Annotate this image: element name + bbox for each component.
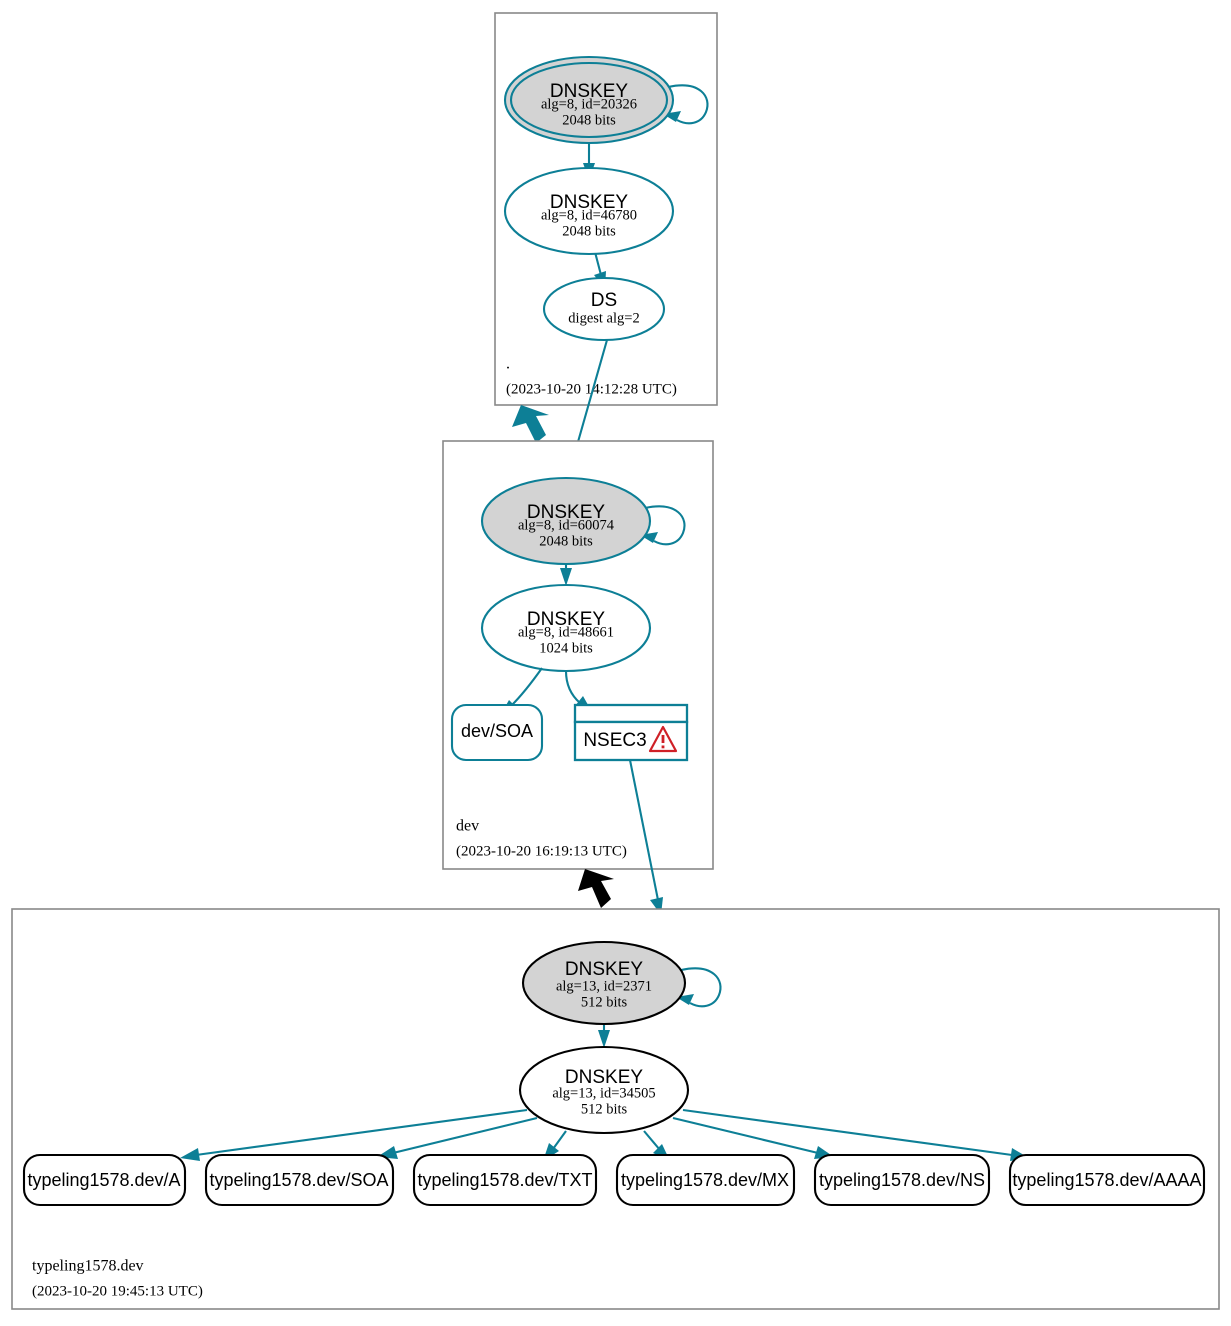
rrset-label: typeling1578.dev/TXT bbox=[417, 1170, 592, 1190]
list-item[interactable]: typeling1578.dev/A bbox=[22, 1153, 187, 1207]
nsec3-header-bar bbox=[573, 703, 689, 724]
node-ds-root[interactable]: DS digest alg=2 bbox=[542, 276, 666, 342]
node-outline bbox=[518, 1045, 690, 1135]
node-outline bbox=[503, 166, 675, 256]
node-nsec3-dev[interactable]: NSEC3 bbox=[573, 703, 689, 762]
zone-label-typeling: typeling1578.dev bbox=[32, 1258, 144, 1275]
node-outline bbox=[204, 1153, 395, 1207]
rrset-label: typeling1578.dev/AAAA bbox=[1012, 1170, 1201, 1190]
zone-delegation-arrow-root-to-dev bbox=[512, 405, 549, 443]
rrset-label: typeling1578.dev/A bbox=[27, 1170, 180, 1190]
node-alg-id: alg=8, id=48661 bbox=[518, 624, 614, 640]
node-alg-id: alg=13, id=2371 bbox=[556, 978, 652, 994]
node-key-size: 512 bits bbox=[581, 1101, 628, 1117]
node-key-size: 2048 bits bbox=[562, 112, 616, 128]
rrset-label: typeling1578.dev/NS bbox=[819, 1170, 985, 1190]
list-item[interactable]: typeling1578.dev/TXT bbox=[412, 1153, 598, 1207]
node-outline bbox=[521, 940, 687, 1026]
node-key-size: 1024 bits bbox=[539, 640, 593, 656]
node-title: DNSKEY bbox=[527, 502, 605, 523]
rrset-label: typeling1578.dev/SOA bbox=[209, 1170, 388, 1190]
list-item[interactable]: typeling1578.dev/AAAA bbox=[1008, 1153, 1206, 1207]
zone-timestamp-root: (2023-10-20 14:12:28 UTC) bbox=[506, 381, 677, 397]
node-label: NSEC3 bbox=[583, 730, 646, 751]
node-key-size: 2048 bits bbox=[539, 533, 593, 549]
node-title: DNSKEY bbox=[550, 81, 628, 102]
node-title: DNSKEY bbox=[565, 959, 643, 980]
node-key-size: 2048 bits bbox=[562, 223, 616, 239]
node-outline bbox=[542, 276, 666, 342]
node-alg-id: alg=8, id=20326 bbox=[541, 96, 637, 112]
node-alg-id: alg=8, id=60074 bbox=[518, 517, 615, 533]
node-title: DNSKEY bbox=[550, 192, 628, 213]
rrset-label: typeling1578.dev/MX bbox=[621, 1170, 789, 1190]
zone-label-root: . bbox=[506, 356, 510, 373]
node-title: DNSKEY bbox=[565, 1067, 643, 1088]
node-key-size: 512 bits bbox=[581, 994, 628, 1010]
node-dnskey-typeling-ksk[interactable]: DNSKEY alg=13, id=2371 512 bits bbox=[521, 940, 687, 1026]
edge-tl-zsk-to-rr-a bbox=[180, 1108, 528, 1161]
node-outline bbox=[615, 1153, 796, 1207]
zone-label-dev: dev bbox=[456, 818, 479, 835]
node-dnskey-typeling-zsk[interactable]: DNSKEY alg=13, id=34505 512 bits bbox=[518, 1045, 690, 1135]
node-dnskey-dev-ksk[interactable]: DNSKEY alg=8, id=60074 2048 bits bbox=[480, 476, 652, 566]
list-item[interactable]: typeling1578.dev/MX bbox=[615, 1153, 796, 1207]
node-dnskey-root-ksk[interactable]: DNSKEY alg=8, id=20326 2048 bits bbox=[503, 55, 675, 145]
node-outline-inner bbox=[509, 61, 669, 139]
node-outline bbox=[22, 1153, 187, 1207]
list-item[interactable]: typeling1578.dev/NS bbox=[813, 1153, 991, 1207]
node-dnskey-dev-zsk[interactable]: DNSKEY alg=8, id=48661 1024 bits bbox=[480, 583, 652, 673]
node-title: DNSKEY bbox=[527, 609, 605, 630]
node-outline bbox=[412, 1153, 598, 1207]
node-alg-id: alg=13, id=34505 bbox=[552, 1085, 655, 1101]
node-outline bbox=[450, 703, 544, 762]
zone-timestamp-dev: (2023-10-20 16:19:13 UTC) bbox=[456, 843, 627, 859]
node-outline bbox=[813, 1153, 991, 1207]
warning-triangle-icon bbox=[648, 725, 678, 753]
node-dnskey-root-zsk[interactable]: DNSKEY alg=8, id=46780 2048 bits bbox=[503, 166, 675, 256]
zone-timestamp-typeling: (2023-10-20 19:45:13 UTC) bbox=[32, 1283, 203, 1299]
node-digest-alg: digest alg=2 bbox=[568, 310, 639, 326]
node-rrset-dev-soa[interactable]: dev/SOA bbox=[450, 703, 544, 762]
node-outline bbox=[480, 476, 652, 566]
node-outline bbox=[1008, 1153, 1206, 1207]
node-alg-id: alg=8, id=46780 bbox=[541, 207, 637, 223]
zone-delegation-arrow-dev-to-typeling bbox=[578, 869, 614, 908]
list-item[interactable]: typeling1578.dev/SOA bbox=[204, 1153, 395, 1207]
node-title: DS bbox=[591, 290, 617, 311]
node-label: dev/SOA bbox=[461, 721, 533, 741]
